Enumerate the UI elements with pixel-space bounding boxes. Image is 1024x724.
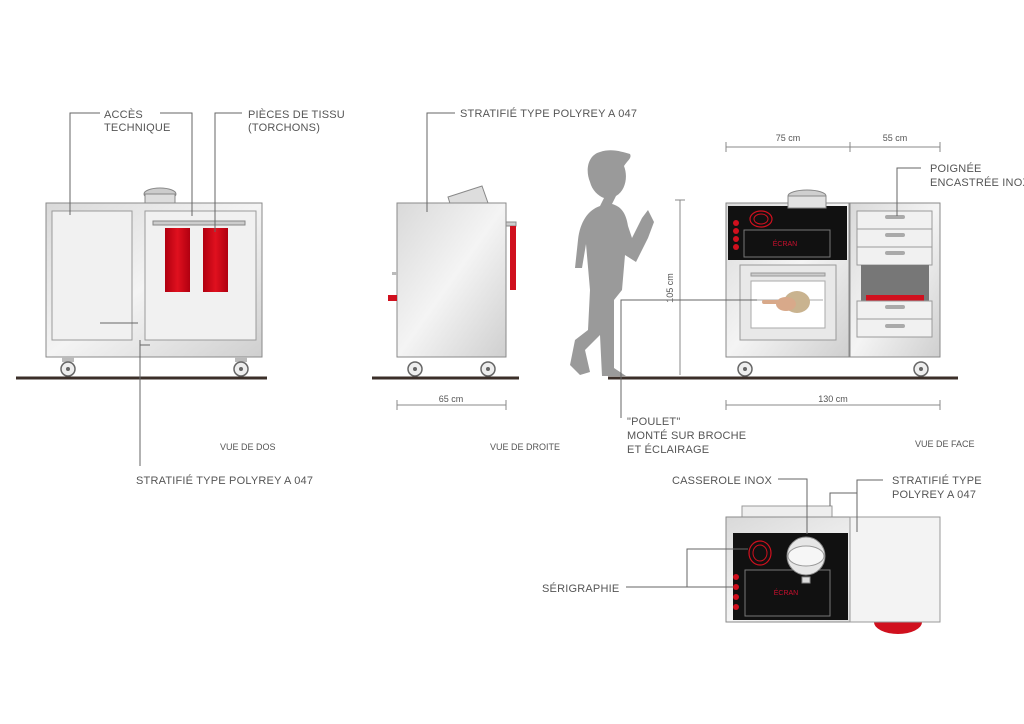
knob-icon[interactable] (733, 236, 739, 242)
handle[interactable] (885, 233, 905, 237)
label-chicken: ET ÉCLAIRAGE (627, 443, 709, 456)
child-silhouette (570, 150, 654, 376)
screen-label: ÉCRAN (774, 588, 799, 597)
leader-line (160, 112, 193, 216)
leader-line (626, 548, 748, 588)
handle[interactable] (885, 305, 905, 309)
burner-ring (753, 213, 769, 225)
leader-line (426, 112, 455, 212)
dimension-total-label: 130 cm (818, 394, 848, 404)
knob-icon[interactable] (733, 244, 739, 250)
towels (866, 295, 924, 301)
control-knobs (733, 574, 739, 610)
label-print: SÉRIGRAPHIE (542, 582, 619, 595)
label-laminate: STRATIFIÉ TYPE (892, 474, 982, 487)
knob-icon[interactable] (733, 220, 739, 226)
wheel-icon (913, 361, 929, 377)
knob-icon[interactable] (733, 584, 739, 590)
label-handle: ENCASTRÉE INOX (930, 176, 1024, 189)
pot-front (787, 195, 827, 209)
drawer[interactable] (856, 228, 933, 248)
wheel-icon (60, 357, 76, 377)
dimension-left-label: 75 cm (776, 133, 801, 143)
wheel-icon (480, 361, 496, 377)
caption-front-view: VUE DE FACE (915, 439, 975, 449)
leader-line (620, 299, 757, 418)
towel (510, 226, 516, 290)
chicken (752, 291, 823, 313)
burner-ring (749, 210, 773, 228)
towel (165, 228, 190, 292)
label-handle: POIGNÉE (930, 162, 982, 175)
front-view: 75 cm 55 cm 105 cm ÉCRAN (608, 133, 1024, 456)
burner-ring (748, 540, 772, 566)
label-laminate: STRATIFIÉ TYPE POLYREY A 047 (136, 474, 313, 487)
leader-line (214, 112, 242, 232)
handle (392, 272, 397, 275)
label-access: ACCÈS (104, 108, 143, 121)
dimension-right-label: 55 cm (883, 133, 908, 143)
oven-handle[interactable] (750, 272, 826, 277)
caption-back-view: VUE DE DOS (220, 442, 276, 452)
label-laminate: POLYREY A 047 (892, 489, 976, 501)
back-view: ACCÈS TECHNIQUE PIÈCES DE TISSU (TORCHON… (16, 108, 345, 487)
wheel-icon (407, 361, 423, 377)
control-knobs (733, 220, 739, 250)
pot (786, 536, 826, 584)
laminate-top (849, 516, 941, 623)
towel-bar (505, 221, 517, 227)
side-view: 65 cm STRATIFIÉ TYPE POLYREY A 047 VUE D… (372, 107, 637, 452)
caption-side-view: VUE DE DROITE (490, 442, 560, 452)
label-access: TECHNIQUE (104, 122, 171, 134)
knob-icon[interactable] (733, 594, 739, 600)
handle[interactable] (885, 215, 905, 219)
label-chicken: "POULET" (627, 416, 680, 428)
leader-line (69, 112, 100, 215)
screen (744, 569, 831, 617)
wheel-icon (233, 357, 249, 377)
label-pot: CASSEROLE INOX (672, 475, 772, 487)
dimension-depth-label: 65 cm (439, 394, 464, 404)
handle[interactable] (885, 251, 905, 255)
back-ledge (741, 505, 833, 519)
towel (203, 228, 228, 292)
cabinet-side (396, 202, 507, 358)
leader-line (896, 167, 921, 216)
knob-icon[interactable] (733, 228, 739, 234)
drawer[interactable] (856, 246, 933, 266)
wheel-icon (737, 361, 753, 377)
leader-line (829, 492, 857, 506)
label-towels: PIÈCES DE TISSU (248, 108, 345, 121)
towel-bar (152, 220, 246, 226)
top-view: ÉCRAN CASSEROLE INOX STRATIFIÉ TYPE POLY… (542, 474, 982, 634)
burner-ring (752, 544, 768, 562)
knob-icon[interactable] (733, 604, 739, 610)
drawer[interactable] (856, 300, 933, 320)
screen (743, 229, 831, 258)
screen-label: ÉCRAN (773, 239, 798, 248)
red-knob (388, 295, 397, 301)
knob-icon[interactable] (733, 574, 739, 580)
drawer[interactable] (856, 210, 933, 230)
handle[interactable] (885, 324, 905, 328)
towel-compartment (144, 210, 257, 341)
drawers (856, 210, 933, 338)
dimension-height-label: 105 cm (665, 273, 675, 303)
label-chicken: MONTÉ SUR BROCHE (627, 429, 746, 442)
access-panel (51, 210, 133, 341)
label-laminate: STRATIFIÉ TYPE POLYREY A 047 (460, 107, 637, 120)
leader-line (778, 478, 808, 534)
label-towels: (TORCHONS) (248, 122, 320, 134)
leader-line (856, 479, 883, 532)
